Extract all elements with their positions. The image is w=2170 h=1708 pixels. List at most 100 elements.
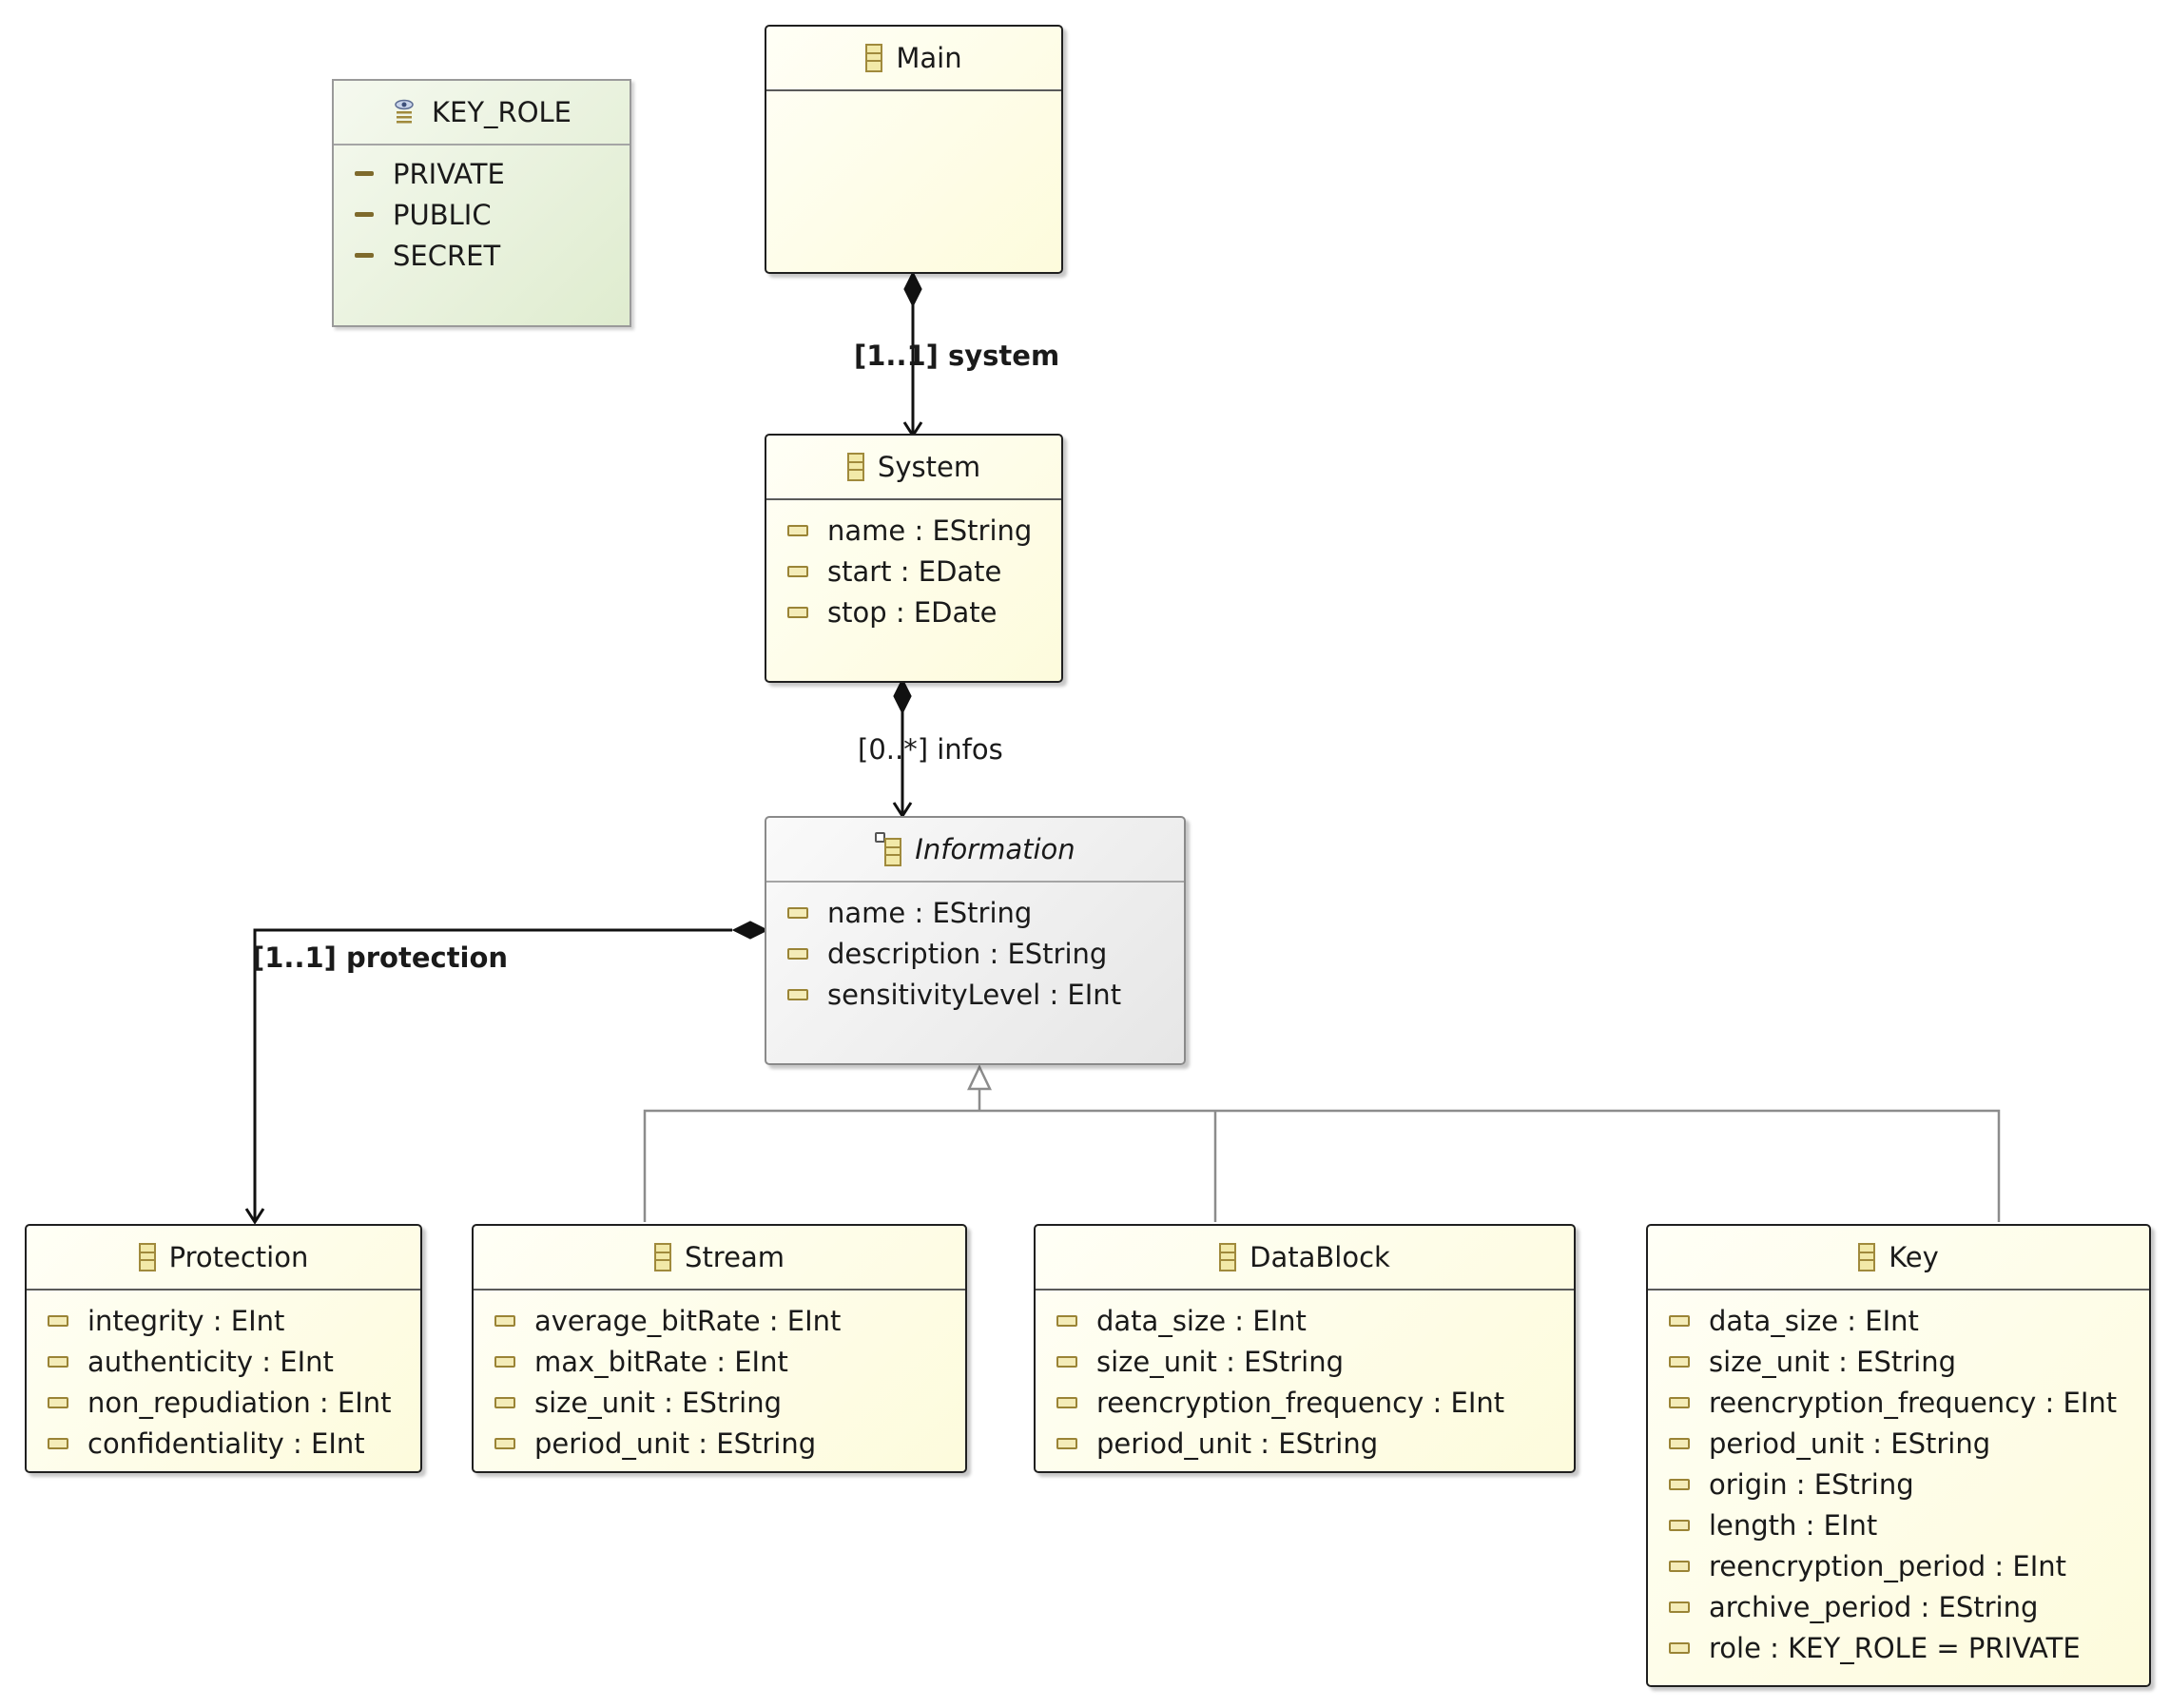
reference-label-system: [1..1] system	[854, 340, 1060, 372]
class-icon	[846, 453, 864, 481]
class-header: Stream	[474, 1226, 965, 1291]
arrow-head	[244, 1208, 265, 1225]
attribute-item[interactable]: name : EString	[787, 510, 1061, 551]
attribute-icon	[494, 1437, 515, 1449]
enum-header: KEY_ROLE	[334, 81, 630, 146]
attribute-icon	[494, 1355, 515, 1368]
class-key[interactable]: Key data_size : EInt size_unit : EString…	[1646, 1224, 2151, 1687]
attribute-item[interactable]: data_size : EInt	[1669, 1300, 2149, 1341]
attribute-icon	[1669, 1601, 1690, 1613]
attribute-item[interactable]: non_repudiation : EInt	[48, 1382, 420, 1423]
class-information[interactable]: Information name : EString description :…	[765, 816, 1186, 1065]
attribute-icon	[1669, 1437, 1690, 1449]
class-header: Key	[1648, 1226, 2149, 1291]
class-icon	[865, 44, 883, 72]
attribute-icon	[48, 1355, 68, 1368]
class-header: DataBlock	[1036, 1226, 1574, 1291]
attribute-icon	[48, 1314, 68, 1327]
attribute-icon	[1056, 1437, 1077, 1449]
generalization-edges[interactable]	[643, 1064, 2001, 1222]
attribute-icon	[787, 988, 808, 1000]
literal-icon	[355, 212, 374, 217]
attribute-item[interactable]: reencryption_frequency : EInt	[1669, 1382, 2149, 1423]
attribute-item[interactable]: period_unit : EString	[494, 1423, 965, 1464]
attribute-icon	[1669, 1519, 1690, 1531]
class-icon	[884, 838, 902, 866]
enum-literal[interactable]: PUBLIC	[355, 194, 630, 235]
class-name: Main	[896, 42, 962, 74]
attribute-icon	[787, 565, 808, 577]
class-protection[interactable]: Protection integrity : EInt authenticity…	[25, 1224, 422, 1473]
attribute-item[interactable]: average_bitRate : EInt	[494, 1300, 965, 1341]
literal-icon	[355, 171, 374, 176]
containment-diamond	[903, 270, 922, 308]
attribute-icon	[1669, 1560, 1690, 1572]
attribute-item[interactable]: reencryption_period : EInt	[1669, 1545, 2149, 1586]
containment-diamond	[731, 921, 769, 940]
attribute-item[interactable]: role : KEY_ROLE = PRIVATE	[1669, 1627, 2149, 1668]
enum-key-role[interactable]: KEY_ROLE PRIVATE PUBLIC SECRET	[332, 79, 631, 327]
attribute-icon	[1669, 1314, 1690, 1327]
attribute-item[interactable]: max_bitRate : EInt	[494, 1341, 965, 1382]
enum-literal[interactable]: PRIVATE	[355, 153, 630, 194]
attribute-icon	[494, 1314, 515, 1327]
reference-label-protection: [1..1] protection	[252, 941, 509, 974]
attribute-item[interactable]: sensitivityLevel : EInt	[787, 974, 1184, 1015]
generalization-triangle	[967, 1064, 992, 1091]
attribute-item[interactable]: data_size : EInt	[1056, 1300, 1574, 1341]
attribute-icon	[494, 1396, 515, 1408]
class-stream[interactable]: Stream average_bitRate : EInt max_bitRat…	[472, 1224, 967, 1473]
attribute-icon	[1056, 1396, 1077, 1408]
reference-protection-edge[interactable]	[244, 921, 769, 1225]
class-datablock[interactable]: DataBlock data_size : EInt size_unit : E…	[1034, 1224, 1576, 1473]
attribute-item[interactable]: size_unit : EString	[1056, 1341, 1574, 1382]
class-system[interactable]: System name : EString start : EDate stop…	[765, 434, 1063, 683]
attribute-item[interactable]: period_unit : EString	[1669, 1423, 2149, 1464]
attribute-item[interactable]: description : EString	[787, 933, 1184, 974]
attribute-item[interactable]: name : EString	[787, 892, 1184, 933]
attribute-item[interactable]: stop : EDate	[787, 592, 1061, 632]
enum-name: KEY_ROLE	[431, 96, 572, 128]
class-icon	[654, 1243, 672, 1271]
attribute-item[interactable]: reencryption_frequency : EInt	[1056, 1382, 1574, 1423]
attribute-icon	[1056, 1355, 1077, 1368]
attribute-icon	[1669, 1355, 1690, 1368]
attribute-icon	[1669, 1478, 1690, 1490]
attribute-item[interactable]: size_unit : EString	[1669, 1341, 2149, 1382]
class-header: Information	[766, 818, 1184, 883]
class-name: Protection	[168, 1241, 309, 1273]
attribute-item[interactable]: period_unit : EString	[1056, 1423, 1574, 1464]
class-main[interactable]: Main	[765, 25, 1063, 274]
attribute-icon	[787, 606, 808, 618]
attribute-item[interactable]: size_unit : EString	[494, 1382, 965, 1423]
attribute-item[interactable]: authenticity : EInt	[48, 1341, 420, 1382]
attribute-icon	[787, 524, 808, 536]
class-name: DataBlock	[1250, 1241, 1390, 1273]
attribute-item[interactable]: integrity : EInt	[48, 1300, 420, 1341]
reference-system-edge[interactable]	[902, 270, 923, 438]
attribute-icon	[787, 947, 808, 960]
enum-literal[interactable]: SECRET	[355, 235, 630, 276]
class-name: System	[877, 451, 981, 483]
attribute-icon	[787, 906, 808, 919]
attribute-item[interactable]: archive_period : EString	[1669, 1586, 2149, 1627]
attribute-item[interactable]: origin : EString	[1669, 1464, 2149, 1504]
attribute-item[interactable]: confidentiality : EInt	[48, 1423, 420, 1464]
abstract-badge-icon	[875, 832, 886, 843]
reference-label-infos: [0..*] infos	[858, 733, 1003, 766]
enum-icon	[395, 99, 414, 124]
attribute-item[interactable]: length : EInt	[1669, 1504, 2149, 1545]
class-name: Information	[915, 833, 1075, 865]
attribute-icon	[48, 1437, 68, 1449]
attribute-icon	[1669, 1641, 1690, 1654]
class-icon	[1219, 1243, 1237, 1271]
abstract-class-icon	[875, 832, 902, 866]
class-header: Protection	[27, 1226, 420, 1291]
class-header: Main	[766, 27, 1061, 91]
attribute-item[interactable]: start : EDate	[787, 551, 1061, 592]
containment-diamond	[893, 677, 912, 715]
attribute-icon	[48, 1396, 68, 1408]
class-header: System	[766, 436, 1061, 500]
class-icon	[1858, 1243, 1876, 1271]
